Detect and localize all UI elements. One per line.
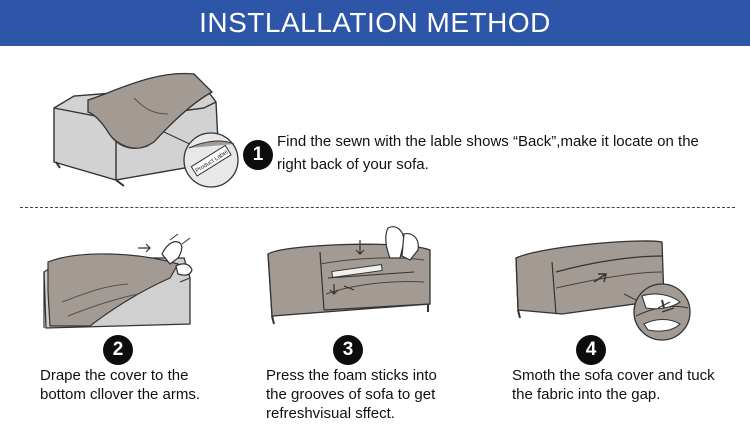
step-1-text-line: Find the sewn with the lable shows “Back…: [277, 133, 699, 150]
step-1-badge: 1: [243, 140, 273, 170]
step-3-text-line: refreshvisual sffect.: [266, 405, 395, 422]
step-2-text: Drape the cover to the bottom cllover th…: [40, 366, 240, 404]
step-3-text-line: the grooves of sofa to get: [266, 386, 436, 403]
step-1-text: Find the sewn with the lable shows “Back…: [277, 132, 737, 174]
step-4-badge: 4: [576, 335, 606, 365]
step-3-badge: 3: [333, 335, 363, 365]
step-4-text: Smoth the sofa cover and tuck the fabric…: [512, 366, 742, 404]
step-3-text-line: Press the foam sticks into: [266, 367, 437, 384]
step-2-badge: 2: [103, 335, 133, 365]
step-2-text-line: Drape the cover to the: [40, 367, 189, 384]
step-4-text-line: Smoth the sofa cover and tuck: [512, 367, 715, 384]
step-2-text-line: bottom cllover the arms.: [40, 386, 201, 403]
header-banner: INSTLALLATION METHOD: [0, 0, 750, 46]
step-1-text-line: right back of your sofa.: [277, 156, 429, 173]
step-3-illustration: [267, 226, 431, 325]
step-4-text-line: the fabric into the gap.: [512, 386, 661, 403]
section-divider: [20, 207, 735, 208]
page-title: INSTLALLATION METHOD: [199, 7, 551, 38]
step-4-illustration: [515, 240, 691, 341]
step-1-illustration: Product Label: [53, 72, 239, 188]
step-3-text: Press the foam sticks into the grooves o…: [266, 366, 486, 423]
step-2-illustration: [43, 233, 193, 329]
